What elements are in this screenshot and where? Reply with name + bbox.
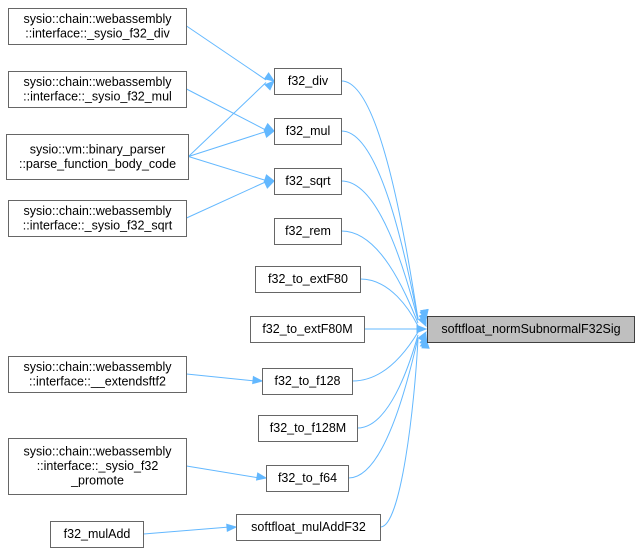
node-parse-function-body-code[interactable]: sysio::vm::binary_parser::parse_function… [6,134,189,180]
node-root[interactable]: softfloat_normSubnormalF32Sig [427,316,635,343]
node-label: sysio::chain::webassembly [24,12,173,26]
node-box [258,415,358,442]
edge-sysio-f32-mul-to-f32-mul [186,88,267,131]
node-f32-div[interactable]: f32_div [274,68,342,95]
node-label: f32_mul [286,124,330,138]
node-label: f32_to_extF80 [268,272,348,286]
arrowhead-icon [263,129,276,138]
node-label: ::interface::__extendsftf2 [29,374,166,388]
node-label: f32_sqrt [285,174,331,188]
node-label: f32_to_f128M [270,421,346,435]
node-label: sysio::vm::binary_parser [30,142,165,156]
node-sysio-f32-div[interactable]: sysio::chain::webassembly::interface::_s… [8,8,187,45]
arrowhead-icon [416,324,428,334]
node-label: f32_to_f128 [274,374,340,388]
node-f32-to-f128M[interactable]: f32_to_f128M [258,415,358,442]
node-box [8,356,187,393]
node-sysio-f32-promote[interactable]: sysio::chain::webassembly::interface::_s… [8,438,187,495]
node-softfloat-mulAddF32[interactable]: softfloat_mulAddF32 [236,514,381,541]
arrowhead-icon [226,523,238,533]
node-box [274,218,342,245]
node-label: f32_to_f64 [278,471,337,485]
edge-sysio-f32-sqrt-to-f32-sqrt [186,181,267,219]
edge-parse-function-body-code-to-f32-div [188,82,267,157]
edge-f32-to-f128M-to-root [357,334,419,429]
node-box [266,465,349,492]
edge-f32-to-f128-to-root [352,331,419,382]
arrowhead-icon [255,472,268,481]
node-box [250,316,365,343]
node-label: f32_div [288,74,329,88]
node-box [8,200,187,237]
edge-sysio-f32-promote-to-f32-to-f64 [186,465,259,479]
node-f32-rem[interactable]: f32_rem [274,218,342,245]
arrowhead-icon [417,315,427,328]
node-label: ::interface::_sysio_f32_mul [23,89,172,103]
node-label: ::interface::_sysio_f32_div [25,26,170,40]
node-box [6,134,189,180]
node-f32-to-f64[interactable]: f32_to_f64 [266,465,349,492]
arrowhead-icon [263,72,276,82]
node-box [427,316,635,343]
arrowhead-icon [263,180,276,189]
arrowhead-icon [263,122,276,132]
node-f32-to-f128[interactable]: f32_to_f128 [262,368,353,395]
edge-parse-function-body-code-to-f32-sqrt [188,156,267,181]
edge-extendsftf2-to-f32-to-f128 [186,373,255,382]
node-label: softfloat_mulAddF32 [251,520,366,534]
node-label: f32_mulAdd [64,527,131,541]
node-box [262,368,353,395]
node-label: f32_rem [285,224,331,238]
node-label: ::parse_function_body_code [19,157,176,171]
node-label: sysio::chain::webassembly [24,204,173,218]
node-label: sysio::chain::webassembly [24,445,173,459]
node-label: ::interface::_sysio_f32 [37,459,159,473]
edge-softfloat-mulAddF32-to-root [380,338,419,528]
arrowhead-icon [264,80,275,91]
node-sysio-f32-mul[interactable]: sysio::chain::webassembly::interface::_s… [8,71,187,108]
node-label: sysio::chain::webassembly [24,75,173,89]
node-box [274,118,342,145]
node-f32-mul[interactable]: f32_mul [274,118,342,145]
edge-f32-sqrt-to-root [341,180,419,321]
node-box [236,514,381,541]
node-f32-sqrt[interactable]: f32_sqrt [274,168,342,195]
node-label: ::interface::_sysio_f32_sqrt [23,218,173,232]
node-box [8,438,187,495]
node-box [255,266,361,293]
node-f32-to-extF80M[interactable]: f32_to_extF80M [250,316,365,343]
edge-f32-mul-to-root [341,130,419,320]
arrowhead-icon [421,337,430,349]
edge-f32-div-to-root [341,80,419,320]
node-box [8,71,187,108]
node-label: sysio::chain::webassembly [24,360,173,374]
arrowhead-icon [252,375,264,385]
node-box [8,8,187,45]
node-box [50,521,144,548]
node-box [274,168,342,195]
node-box [274,68,342,95]
edge-parse-function-body-code-to-f32-mul [188,131,267,157]
node-f32-mulAdd[interactable]: f32_mulAdd [50,521,144,548]
edge-f32-mulAdd-to-softfloat-mulAddF32 [143,526,229,535]
edges-layer [143,25,430,535]
node-f32-to-extF80[interactable]: f32_to_extF80 [255,266,361,293]
node-label: f32_to_extF80M [262,322,352,336]
edge-f32-to-extF80-to-root [360,278,419,327]
nodes-layer: softfloat_normSubnormalF32Sig f32_div f32_… [6,8,635,548]
node-sysio-f32-sqrt[interactable]: sysio::chain::webassembly::interface::_s… [8,200,187,237]
edge-sysio-f32-div-to-f32-div [186,25,267,81]
node-label: _promote [70,474,124,488]
node-extendsftf2[interactable]: sysio::chain::webassembly::interface::__… [8,356,187,393]
edge-f32-to-f64-to-root [348,337,419,479]
node-label: softfloat_normSubnormalF32Sig [441,322,620,336]
edge-f32-rem-to-root [341,230,419,324]
